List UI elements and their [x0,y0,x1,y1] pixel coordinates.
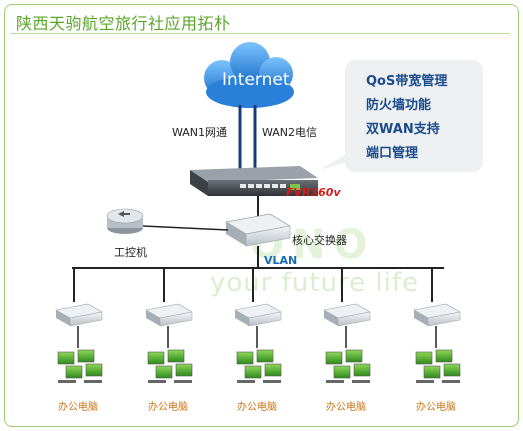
branch-1 [55,303,103,383]
router-icon [190,166,318,196]
pc-group-icon [236,349,282,383]
core-switch-label: 核心交换器 [292,234,347,247]
branch-switch-icon [413,303,461,327]
branch-switch-icon [323,303,371,327]
branch-3 [234,303,282,383]
vlan-label: VLAN [264,254,298,267]
title-divider [10,33,510,34]
pc-label-3: 办公电脑 [237,402,277,413]
feature-dual-wan: 双WAN支持 [366,122,440,137]
wan1-label: WAN1网通 [172,126,228,139]
feature-firewall: 防火墙功能 [366,98,432,113]
pc-label-1: 办公电脑 [58,402,98,413]
cloud-icon [204,42,294,108]
pc-group-icon [325,349,371,383]
watermark-tagline: your future life [210,268,420,298]
branch-switch-icon [145,303,193,327]
pc-group-icon [57,349,103,383]
pc-label-4: 办公电脑 [326,402,366,413]
feature-box [345,60,483,172]
pc-label-2: 办公电脑 [148,402,188,413]
router-label: FVR360v [286,186,341,199]
wan-links [238,105,257,170]
switch-icon [224,213,292,247]
workstation-icon [106,208,144,234]
branch-switch-icon [234,303,282,327]
branch-2 [145,303,193,383]
feature-port-management: 端口管理 [366,146,419,161]
wan2-label: WAN2电信 [262,126,318,139]
diagram-title: 陕西天驹航空旅行社应用拓朴 [16,14,231,33]
internet-label: Internet [222,70,290,90]
pc-group-icon [147,349,193,383]
branch-4 [323,303,371,383]
branch-5 [413,303,461,383]
pc-label-5: 办公电脑 [416,402,456,413]
pc-group-icon [415,349,461,383]
branch-switch-icon [55,303,103,327]
feature-qos: QoS带宽管理 [366,74,448,89]
workstation-label: 工控机 [114,246,147,259]
vlan-bus [72,246,444,302]
workstation-link [142,225,229,231]
